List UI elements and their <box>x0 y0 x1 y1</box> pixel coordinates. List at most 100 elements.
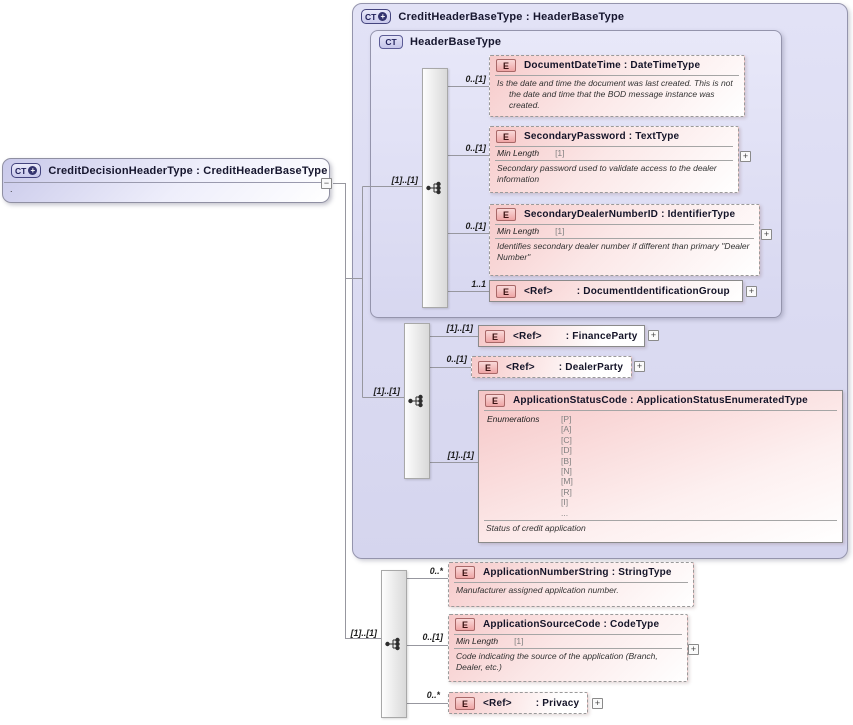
element-secondary-password[interactable]: E SecondaryPassword : TextType Min Lengt… <box>489 126 739 193</box>
divider <box>495 224 754 225</box>
cardinality-label: 0..[1] <box>446 354 467 364</box>
element-annotation: Is the date and time the document was la… <box>497 78 733 110</box>
facet-value: [1] <box>555 148 565 158</box>
element-ref-label: <Ref> <box>506 362 535 373</box>
element-title: SecondaryDealerNumberID : IdentifierType <box>524 209 736 220</box>
facet-label: Min Length <box>497 148 540 158</box>
root-type-title: CreditDecisionHeaderType : CreditHeaderB… <box>48 164 328 177</box>
element-icon: E <box>496 285 516 298</box>
enum-value: [P] <box>561 414 572 424</box>
element-title: ApplicationNumberString : StringType <box>483 567 672 578</box>
element-ref-document-identification-group[interactable]: E <Ref> : DocumentIdentificationGroup <box>489 280 743 302</box>
complextype-derived-icon: CT + <box>11 163 42 178</box>
enum-value: [D] <box>561 445 572 456</box>
collapse-button[interactable]: − <box>321 178 332 189</box>
element-icon: E <box>455 697 475 710</box>
enumeration-values: [P] [A] [C] [D] [B] [N] [M] [R] [I] ... <box>561 414 573 518</box>
element-ref-type: : FinanceParty <box>565 331 638 342</box>
facet-label: Min Length <box>497 226 540 236</box>
element-secondary-dealer-number-id[interactable]: E SecondaryDealerNumberID : IdentifierTy… <box>489 204 760 276</box>
cardinality-label: 1..1 <box>471 279 486 289</box>
container-title: CreditHeaderBaseType : HeaderBaseType <box>398 10 625 23</box>
enum-value: [M] <box>561 476 573 487</box>
complextype-derived-icon: CT + <box>361 9 392 24</box>
cardinality-label: 0..* <box>429 566 443 576</box>
cardinality-label: [1]..[1] <box>391 175 418 185</box>
element-application-number-string[interactable]: E ApplicationNumberString : StringType M… <box>448 562 694 607</box>
sequence-icon <box>408 394 423 408</box>
cardinality-label: 0..[1] <box>465 74 486 84</box>
divider <box>454 648 682 649</box>
element-icon: E <box>496 208 516 221</box>
expand-button[interactable]: + <box>746 286 757 297</box>
cardinality-label: [1]..[1] <box>446 323 473 333</box>
element-title: ApplicationSourceCode : CodeType <box>483 619 660 630</box>
facet-value: [1] <box>514 636 524 646</box>
plus-circle-icon: + <box>28 166 38 175</box>
enum-value: [N] <box>561 466 572 477</box>
element-ref-label: <Ref> <box>524 286 553 297</box>
enum-value: [I] <box>561 497 569 508</box>
facet-value: [1] <box>555 226 565 236</box>
element-icon: E <box>478 361 498 374</box>
element-ref-type: : DealerParty <box>558 362 624 373</box>
expand-button[interactable]: + <box>740 151 751 162</box>
root-type-box[interactable]: CT + CreditDecisionHeaderType : CreditHe… <box>2 158 330 203</box>
sequence-group-2[interactable] <box>404 323 430 479</box>
ct-badge-label: CT <box>15 165 27 176</box>
element-annotation: Secondary password used to validate acce… <box>497 163 717 184</box>
plus-circle-icon: + <box>378 12 388 21</box>
divider <box>495 146 733 147</box>
element-icon: E <box>455 566 475 579</box>
enum-value: [C] <box>561 434 572 445</box>
cardinality-label: [1]..[1] <box>350 628 377 638</box>
cardinality-label: 0..[1] <box>465 221 486 231</box>
divider <box>495 238 754 239</box>
enum-value: [B] <box>561 455 572 466</box>
element-ref-label: <Ref> <box>513 331 542 342</box>
expand-button[interactable]: + <box>648 330 659 341</box>
element-application-status-code[interactable]: E ApplicationStatusCode : ApplicationSta… <box>478 390 843 543</box>
root-type-body: . <box>10 184 13 194</box>
container-title: HeaderBaseType <box>410 36 502 48</box>
element-ref-type: : Privacy <box>535 698 580 709</box>
expand-button[interactable]: + <box>761 229 772 240</box>
cardinality-label: 0..[1] <box>465 143 486 153</box>
element-icon: E <box>496 130 516 143</box>
element-ref-dealer-party[interactable]: E <Ref> : DealerParty <box>471 356 632 378</box>
element-application-source-code[interactable]: E ApplicationSourceCode : CodeType Min L… <box>448 614 688 682</box>
element-annotation: Identifies secondary dealer number if di… <box>497 241 750 262</box>
element-annotation: Manufacturer assigned appilcation number… <box>456 585 619 595</box>
cardinality-label: [1]..[1] <box>447 450 474 460</box>
ct-badge-label: CT <box>365 11 377 22</box>
sequence-icon <box>385 637 400 651</box>
element-title: DocumentDateTime : DateTimeType <box>524 60 701 71</box>
sequence-group-3[interactable] <box>381 570 407 718</box>
enum-value: ... <box>561 507 569 518</box>
complextype-icon: CT <box>379 35 403 49</box>
facet-label: Enumerations <box>487 414 540 424</box>
expand-button[interactable]: + <box>634 361 645 372</box>
element-ref-finance-party[interactable]: E <Ref> : FinanceParty <box>478 325 645 347</box>
divider <box>454 634 682 635</box>
divider <box>484 520 837 522</box>
element-icon: E <box>455 618 475 631</box>
element-icon: E <box>485 330 505 343</box>
sequence-group-1[interactable] <box>422 68 448 308</box>
expand-button[interactable]: + <box>592 698 603 709</box>
sequence-icon <box>426 181 441 195</box>
cardinality-label: 0..[1] <box>422 632 443 642</box>
enum-value: [R] <box>561 486 572 497</box>
element-ref-type: : DocumentIdentificationGroup <box>576 286 730 297</box>
element-document-date-time[interactable]: E DocumentDateTime : DateTimeType Is the… <box>489 55 745 117</box>
element-annotation: Status of credit application <box>486 523 586 534</box>
element-ref-label: <Ref> <box>483 698 512 709</box>
element-title: SecondaryPassword : TextType <box>524 131 680 142</box>
element-annotation: Code indicating the source of the applic… <box>456 651 658 672</box>
element-icon: E <box>496 59 516 72</box>
element-icon: E <box>485 394 505 407</box>
element-ref-privacy[interactable]: E <Ref> : Privacy <box>448 692 588 714</box>
expand-button[interactable]: + <box>688 644 699 655</box>
divider <box>454 582 688 583</box>
